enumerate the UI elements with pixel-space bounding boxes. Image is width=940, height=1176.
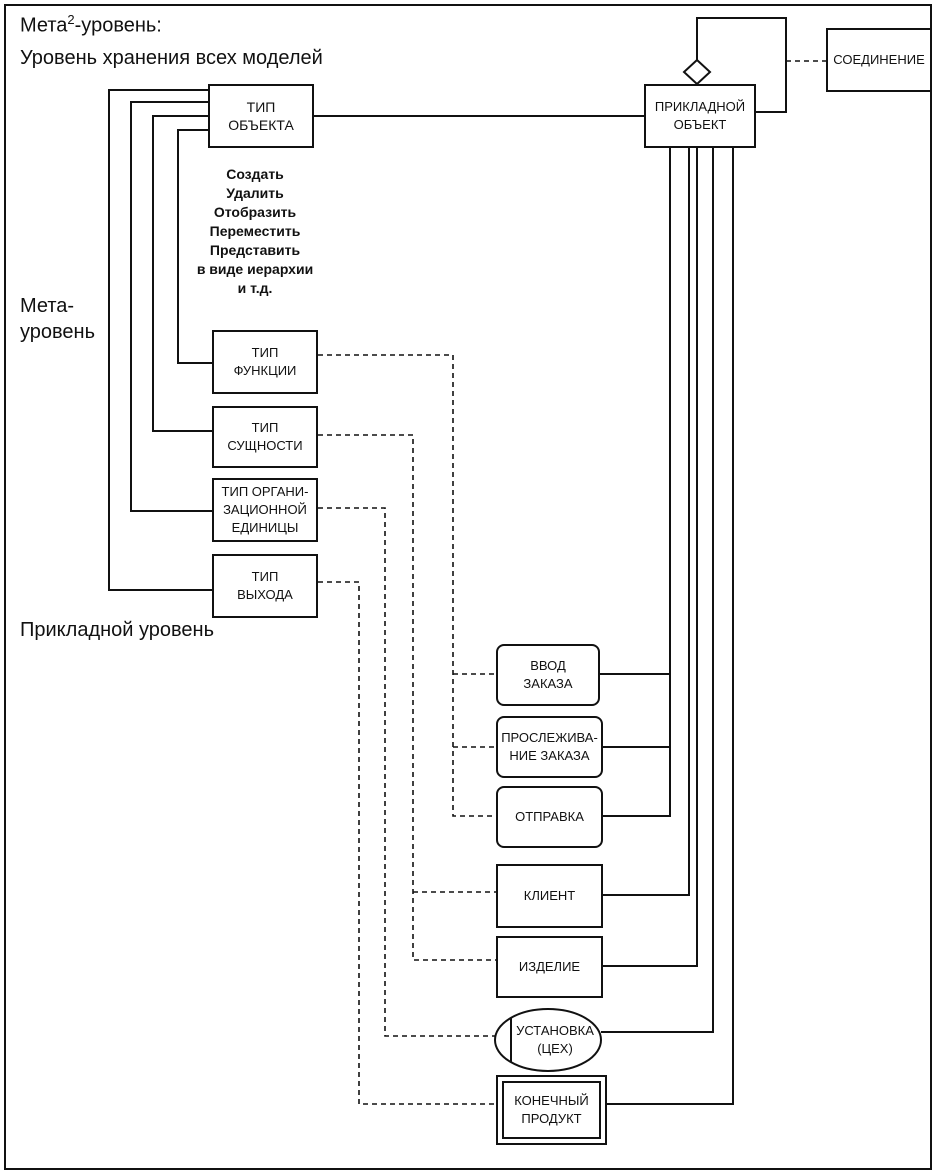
operation-item: Представить bbox=[209, 242, 301, 258]
client-box: КЛИЕНТ bbox=[496, 864, 603, 928]
function-type-box: ТИП ФУНКЦИИ bbox=[212, 330, 318, 394]
bracket-output bbox=[108, 89, 212, 591]
output-type-box: ТИП ВЫХОДА bbox=[212, 554, 318, 618]
order-entry-box: ВВОД ЗАКАЗА bbox=[496, 644, 600, 706]
object-type-box: ТИП ОБЪЕКТА bbox=[208, 84, 314, 148]
plant-ellipse bbox=[494, 1008, 602, 1072]
final-product-label: КОНЕЧНЫЙ ПРОДУКТ bbox=[514, 1093, 589, 1126]
diagram-frame bbox=[4, 4, 932, 1170]
self-loop-line bbox=[696, 17, 787, 113]
final-product-inner bbox=[502, 1081, 601, 1139]
appobj-to-shipping bbox=[603, 674, 671, 817]
operation-item: Удалить bbox=[226, 185, 284, 201]
dash-orgunit-plant bbox=[318, 507, 496, 1037]
operation-item: и т.д. bbox=[237, 280, 273, 296]
dash-function-shipping bbox=[318, 354, 496, 817]
operation-item: Отобразить bbox=[213, 204, 297, 220]
connection-box: СОЕДИНЕНИЕ bbox=[826, 28, 932, 92]
appobj-to-product bbox=[603, 147, 698, 967]
order-tracking-box: ПРОСЛЕЖИВА- НИЕ ЗАКАЗА bbox=[496, 716, 603, 778]
dash-entity-product bbox=[318, 434, 496, 961]
org-unit-type-box: ТИП ОРГАНИ- ЗАЦИОННОЙ ЕДИНИЦЫ bbox=[212, 478, 318, 542]
operation-item: Переместить bbox=[209, 223, 301, 239]
dash-output-final-product bbox=[318, 581, 497, 1105]
product-box: ИЗДЕЛИЕ bbox=[496, 936, 603, 998]
meta2-level-label: Мета2-уровень: bbox=[20, 12, 162, 37]
shipping-box: ОТПРАВКА bbox=[496, 786, 603, 848]
app-object-box: ПРИКЛАДНОЙ ОБЪЕКТ bbox=[644, 84, 756, 148]
bracket-function bbox=[177, 129, 212, 364]
appobj-to-plant bbox=[601, 147, 714, 1033]
appobj-to-order-entry bbox=[600, 147, 671, 675]
plant-label: УСТАНОВКА (ЦЕХ) bbox=[516, 1023, 594, 1056]
meta2-level-subtitle: Уровень хранения всех моделей bbox=[20, 47, 323, 69]
bracket-entity bbox=[152, 115, 212, 432]
bracket-orgunit bbox=[130, 101, 212, 512]
operation-item: в виде иерархии bbox=[196, 261, 314, 277]
appobj-to-client bbox=[603, 147, 690, 896]
appobj-to-final-product bbox=[606, 147, 734, 1105]
meta-level-label-1: Мета- bbox=[20, 295, 75, 317]
app-level-label: Прикладной уровень bbox=[20, 619, 215, 641]
operations-list: Создать Удалить Отобразить Переместить П… bbox=[180, 165, 330, 298]
operation-item: Создать bbox=[226, 166, 284, 182]
meta-level-label-2: уровень bbox=[20, 321, 96, 343]
aggregation-diamond bbox=[682, 58, 712, 86]
entity-type-box: ТИП СУЩНОСТИ bbox=[212, 406, 318, 468]
